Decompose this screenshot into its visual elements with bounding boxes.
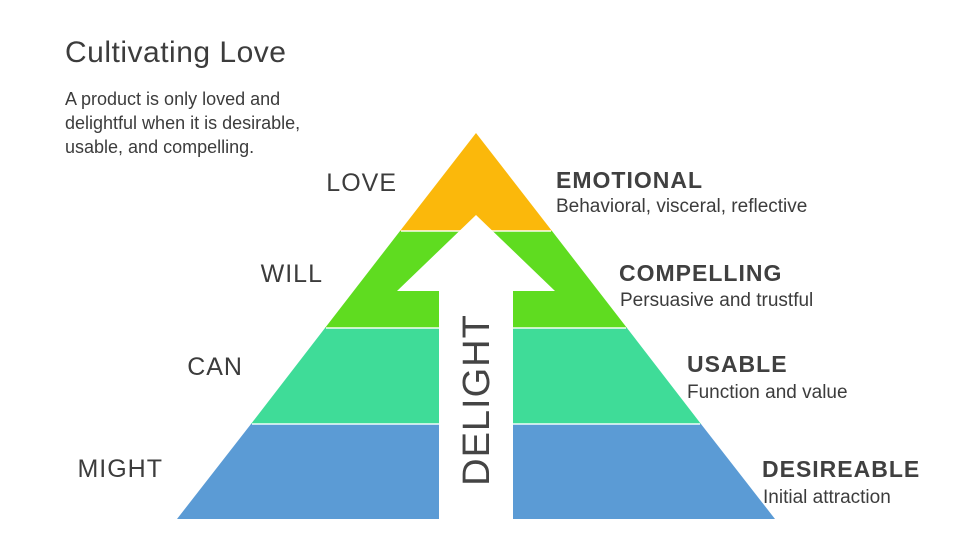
right-subtitle-desireable: Initial attraction [763,487,891,508]
left-label-might: MIGHT [77,455,163,483]
right-subtitle-compelling: Persuasive and trustful [620,290,813,311]
left-label-will: WILL [261,260,323,288]
page-title: Cultivating Love [65,36,286,69]
page-subtitle-line-1: A product is only loved and [65,89,280,109]
right-subtitle-emotional: Behavioral, visceral, reflective [556,196,807,217]
right-subtitle-usable: Function and value [687,382,848,403]
left-label-love: LOVE [326,169,397,197]
page-subtitle-line-3: usable, and compelling. [65,137,254,157]
left-label-can: CAN [187,353,243,381]
pyramid-level-emotional [400,133,552,231]
right-title-compelling: COMPELLING [619,260,782,286]
page-subtitle-line-2: delightful when it is desirable, [65,113,300,133]
right-title-usable: USABLE [687,351,788,377]
delight-arrow [397,215,555,519]
right-title-desireable: DESIREABLE [762,456,920,482]
delight-arrow-label: DELIGHT [456,314,498,486]
right-title-emotional: EMOTIONAL [556,167,703,193]
